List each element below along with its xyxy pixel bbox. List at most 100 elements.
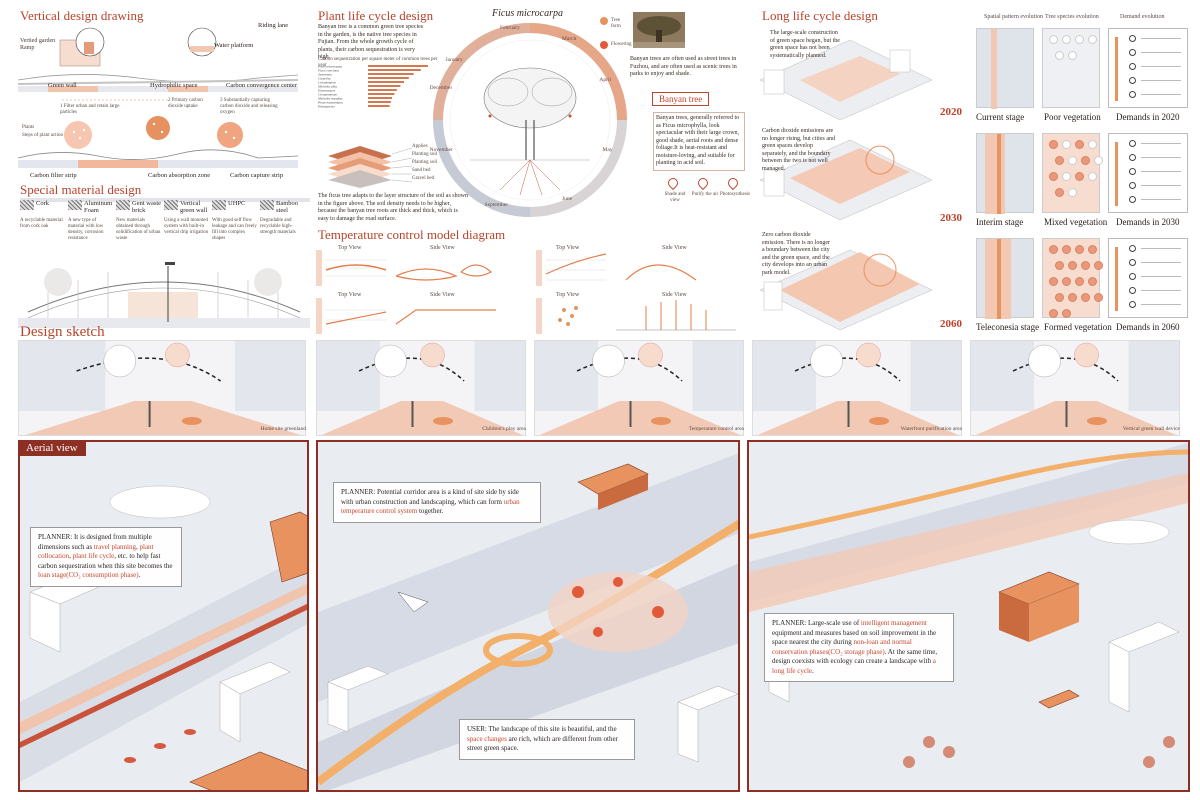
material-name: Vertical green wall — [180, 200, 208, 214]
banyan-photo — [633, 12, 685, 48]
stage-label: Interim stage — [976, 217, 1024, 227]
tree-dot — [1062, 35, 1071, 44]
tree-bar-label: Ficus concinna — [318, 69, 339, 73]
side-view-2: Side View — [662, 245, 687, 251]
tree-dot — [1062, 309, 1071, 318]
tree-dot — [1088, 277, 1097, 286]
sketch-drawing — [535, 341, 743, 435]
tree-dot — [1094, 293, 1103, 302]
tree-dot — [1049, 277, 1058, 286]
demand-panel — [1108, 133, 1188, 213]
plants-legend: Plants — [22, 125, 35, 130]
demand-line — [1141, 248, 1181, 249]
month-label: September — [484, 202, 509, 209]
note-2: 2 Primary carbon dioxide uptake — [168, 98, 203, 109]
design-sketch-title: Design sketch — [20, 324, 105, 340]
tree-dot — [1081, 156, 1090, 165]
sketch-drawing — [317, 341, 525, 435]
demand-label: Demands in 2060 — [1116, 322, 1180, 332]
sketch-label: Vertical green wall device — [1122, 426, 1180, 432]
sketch-drawing — [971, 341, 1179, 435]
tree-dot — [1068, 261, 1077, 270]
sketch-panel — [534, 340, 744, 436]
benefit-icon — [665, 175, 681, 191]
veg-label: Poor vegetation — [1044, 112, 1101, 122]
aerial-panel-1 — [18, 440, 309, 792]
demand-line — [1141, 185, 1181, 186]
side-view-3: Side View — [430, 292, 455, 298]
note-2020: The large-scale construction of green sp… — [770, 30, 840, 59]
tree-dot — [1049, 245, 1058, 254]
month-label: February — [500, 25, 520, 32]
species-panel — [1042, 28, 1100, 108]
demand-line — [1141, 290, 1181, 291]
tree-dot — [1062, 172, 1071, 181]
demand-icon — [1129, 301, 1136, 308]
tree-dot — [1081, 293, 1090, 302]
steps-legend: Steps of plant action — [22, 133, 63, 138]
note-2060: Zero carbon dioxide emission. There is n… — [762, 232, 831, 276]
callout-text: , etc. to help fast carbon sequestration… — [38, 552, 173, 570]
veg-label: Formed vegetation — [1044, 322, 1112, 332]
callout-highlight: loan stage(CO₂ consumption phase) — [38, 571, 139, 579]
spatial-panel — [976, 28, 1034, 109]
orange-strip — [997, 239, 1001, 319]
special-material-title: Special material design — [20, 182, 142, 197]
col-demand: Demand evolution — [1120, 14, 1165, 20]
demand-label: Demands in 2030 — [1116, 217, 1180, 227]
callout-text: USER: The landscape of this site is beau… — [467, 725, 617, 733]
callout-text: are rich, which are different from other… — [467, 734, 618, 753]
plant-life-title: Plant life cycle design — [318, 8, 434, 23]
callout-text: PLANNER: Large-scale use of — [772, 619, 861, 627]
demand-line — [1141, 38, 1181, 39]
bridge-sketch — [18, 262, 310, 328]
callout-highlight: space changes — [467, 734, 507, 743]
callout-text: . At the same time, design coexists with… — [772, 647, 938, 666]
green-strip — [985, 134, 1005, 214]
callout-highlight: plant life cycle — [72, 552, 115, 560]
soil-layer-label: Gravel bed — [412, 176, 435, 181]
callout-text: , — [136, 542, 140, 551]
demand-line — [1141, 171, 1181, 172]
demand-icon — [1129, 49, 1136, 56]
demand-icon — [1129, 182, 1136, 189]
sketch-panel — [316, 340, 526, 436]
callout-text: , — [69, 552, 73, 560]
callout-text: . — [812, 666, 814, 675]
soil-layer-label: Applies — [412, 144, 428, 149]
tree-dot — [1062, 140, 1071, 149]
long-life-title: Long life cycle design — [762, 8, 878, 23]
year-2060: 2060 — [940, 318, 962, 330]
sketch-panel — [970, 340, 1180, 436]
tree-bar-label: Pinus massoniana — [318, 101, 343, 105]
veg-label: Mixed vegetation — [1044, 217, 1108, 227]
water-platform-label: Water platform — [214, 42, 254, 49]
material-name: Cork — [36, 200, 49, 207]
callout-highlight: non-loan and normal conservation phases(… — [772, 638, 912, 656]
material-desc: Using a wall mounted system with built-i… — [164, 218, 209, 235]
orange-strip — [997, 134, 1001, 214]
tree-dot — [1075, 140, 1084, 149]
tree-dot — [1068, 188, 1077, 197]
soil-layer-label: Sand bed — [412, 168, 431, 173]
aerial-view-tag: Aerial view — [20, 440, 86, 456]
soil-layers-diagram — [328, 146, 413, 188]
callout-highlight: travel planning — [93, 542, 136, 551]
demand-icon — [1129, 35, 1136, 42]
spatial-panel — [976, 133, 1034, 214]
demand-line — [1141, 52, 1181, 53]
callout-text: together. — [417, 507, 444, 515]
tree-dot — [1088, 172, 1097, 181]
soil-layer-label: Planting soil — [412, 160, 438, 165]
spatial-panel — [976, 238, 1034, 319]
temp-control-title: Temperature control model diagram — [318, 227, 506, 242]
tree-dot — [1055, 261, 1064, 270]
callout-highlight: urban temperature control system — [341, 497, 520, 516]
banyan-desc: Banyan trees, generally referred to as F… — [653, 112, 745, 171]
tree-bar — [368, 97, 392, 99]
absorption-label: Carbon absorption zone — [148, 172, 211, 179]
tree-bar-label: Elaeocarpus — [318, 89, 336, 93]
tree-dot — [1068, 293, 1077, 302]
